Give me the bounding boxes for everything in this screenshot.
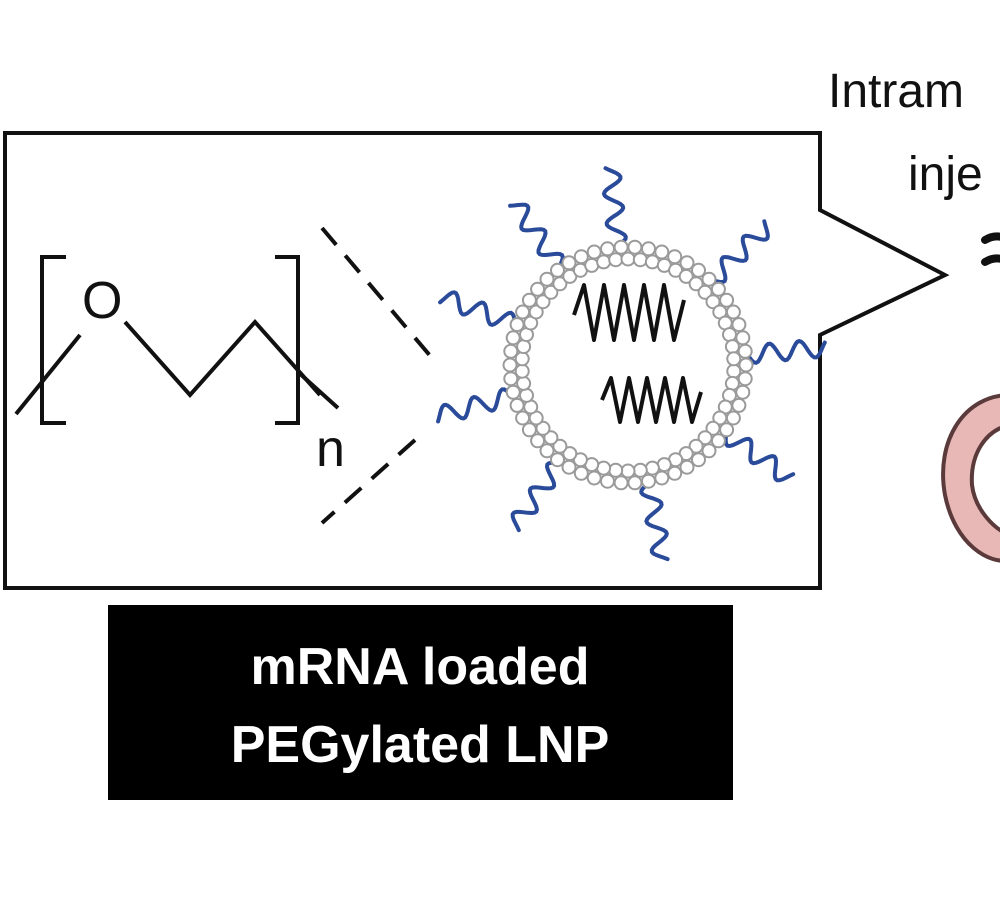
lipid-bead — [737, 343, 753, 359]
caption-line2: PEGylated LNP — [231, 716, 610, 774]
lipid-bead — [726, 363, 742, 379]
lipid-bead — [705, 294, 721, 310]
lipid-bead — [688, 438, 704, 454]
lipid-bead — [543, 430, 559, 446]
lipid-bead — [550, 262, 565, 278]
bond-right — [296, 370, 340, 410]
bracket-right — [275, 255, 300, 425]
lipid-bead — [535, 420, 551, 436]
lipid-bead — [644, 460, 660, 476]
repeat-subscript-label: n — [316, 420, 345, 478]
lipid-bead — [701, 271, 717, 287]
zigzag-chain — [123, 318, 322, 399]
lipid-bead — [620, 463, 636, 479]
lipid-bead — [600, 473, 615, 489]
peg-chains — [436, 166, 827, 562]
lipid-bead — [632, 462, 648, 478]
route-label-line1: Intram — [828, 65, 964, 118]
peg-chain — [438, 290, 518, 328]
lipid-bead — [627, 239, 643, 255]
route-label-line2: inje — [908, 148, 983, 201]
lipid-bead — [705, 420, 721, 436]
peg-chain — [601, 166, 628, 248]
peg-chain — [510, 460, 562, 533]
lipid-bead — [552, 276, 568, 292]
injection-mark-icon — [981, 232, 1000, 266]
lipid-bead — [516, 339, 532, 355]
peg-chain — [745, 338, 827, 365]
caption-box — [108, 605, 733, 800]
lipid-bead — [697, 430, 713, 446]
lipid-bead — [539, 271, 555, 287]
lipid-bead — [724, 339, 740, 355]
lipid-bead — [632, 252, 648, 268]
lipid-bead — [678, 268, 694, 284]
tissue-shape — [941, 393, 1000, 563]
lipid-bead — [726, 351, 742, 367]
bracket-left — [40, 255, 66, 425]
bond-left — [14, 333, 82, 416]
lipid-bead — [528, 304, 544, 320]
lipid-bead — [724, 375, 740, 391]
lipid-bead — [502, 357, 518, 373]
lipid-bilayer-shell — [502, 239, 754, 491]
peg-chain — [639, 481, 670, 562]
lnp-particle — [436, 166, 827, 562]
lipid-bead — [514, 351, 530, 367]
lipid-bead — [596, 254, 612, 270]
peg-chain — [436, 387, 515, 424]
peg-chain — [710, 219, 770, 284]
lipid-bead — [613, 475, 629, 491]
lipid-bead — [543, 284, 559, 300]
lipid-bead — [539, 443, 555, 459]
lipid-bead — [688, 276, 704, 292]
lipid-bead — [519, 387, 534, 403]
lipid-bead — [735, 384, 751, 400]
lipid-bead — [722, 327, 737, 343]
lipid-bead — [701, 443, 717, 459]
lipid-bead — [719, 292, 735, 308]
lipid-bead — [516, 375, 532, 391]
mrna-strands — [572, 283, 703, 424]
lipid-bead — [608, 252, 624, 268]
mrna-strand-2 — [600, 376, 703, 424]
lipid-bead — [641, 241, 656, 257]
peg-chain — [723, 431, 796, 483]
lipid-bead — [738, 357, 754, 373]
lipid-bead — [535, 294, 551, 310]
lipid-bead — [505, 330, 521, 346]
lipid-bead — [562, 446, 578, 462]
zoom-lines — [320, 226, 434, 525]
callout-box — [3, 131, 950, 590]
lipid-bead — [627, 475, 643, 491]
zoom-line-lower — [320, 438, 417, 525]
zoom-line-upper — [320, 226, 434, 360]
lipid-bead — [697, 284, 713, 300]
lipid-bead — [691, 452, 706, 468]
peg-chain — [508, 202, 565, 269]
peg-structure — [14, 255, 340, 425]
lipid-bead — [608, 462, 624, 478]
caption-line1: mRNA loaded — [251, 638, 590, 696]
oxygen-atom-label: O — [82, 272, 122, 330]
lipid-bead — [552, 438, 568, 454]
lipid-bead — [521, 422, 537, 438]
lipid-bead — [613, 239, 629, 255]
lipid-bead — [514, 363, 530, 379]
lipid-bead — [620, 251, 636, 267]
mrna-strand-1 — [572, 283, 686, 342]
lipid-bead — [712, 410, 728, 426]
